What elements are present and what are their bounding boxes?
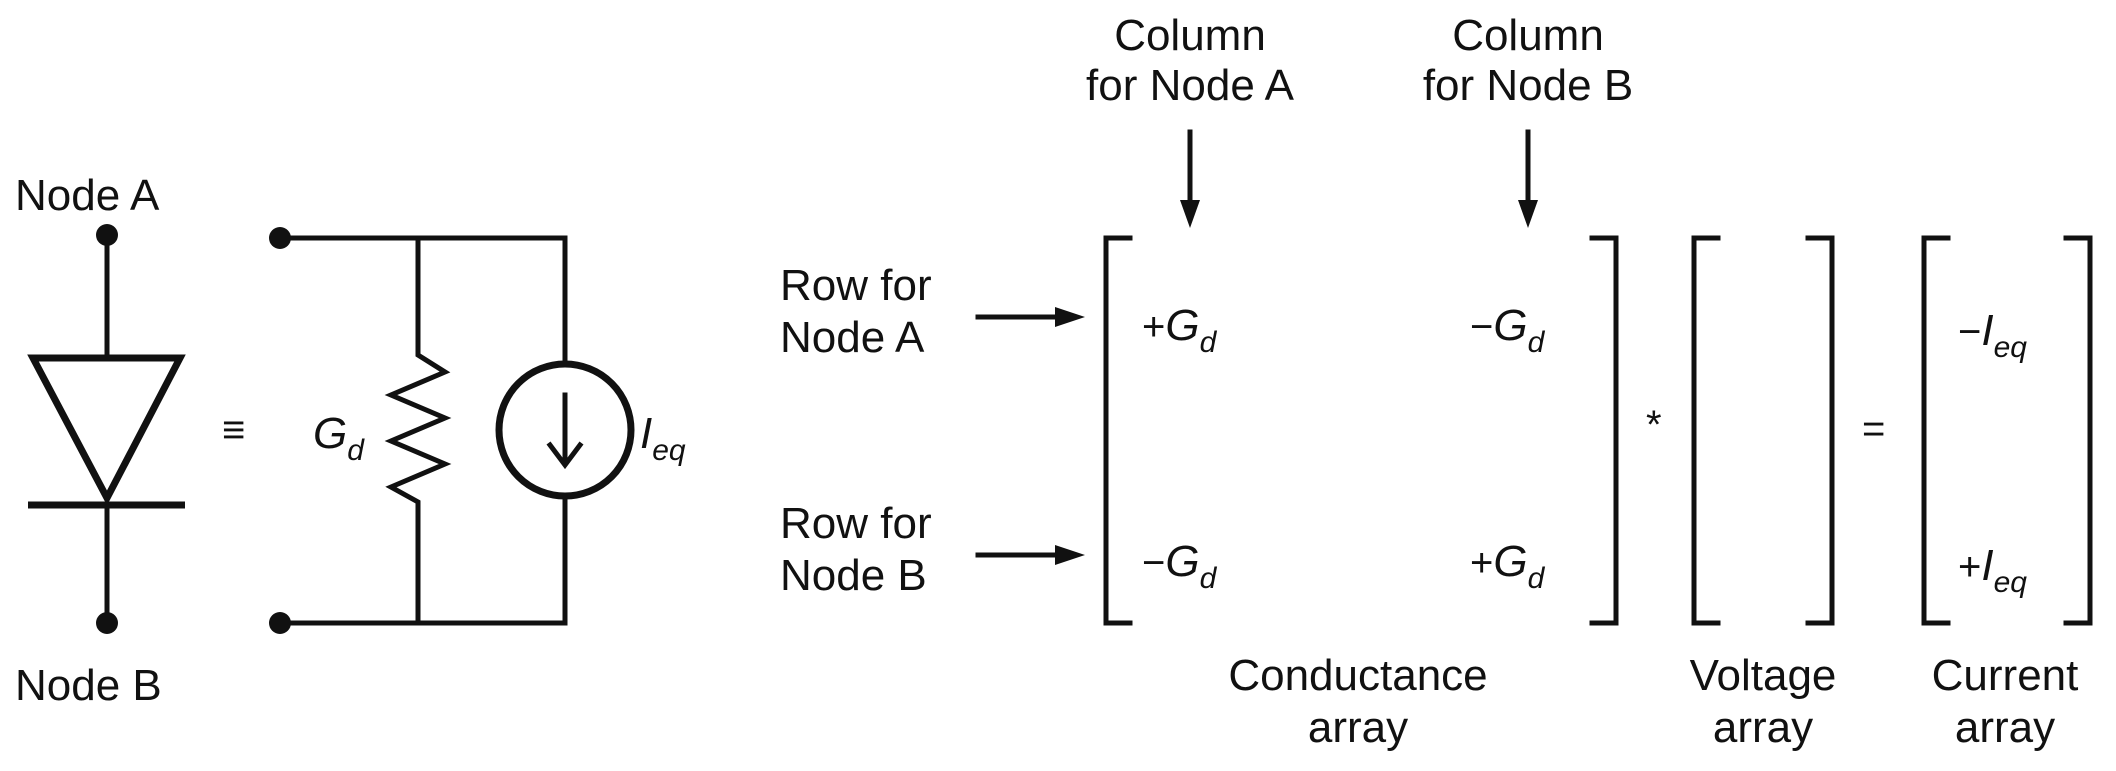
row-a-arrowhead: [1055, 307, 1085, 327]
svg-text:array: array: [1308, 703, 1408, 752]
svg-text:Voltage: Voltage: [1690, 651, 1837, 700]
matrix-cell-a11: +Gd: [1142, 301, 1218, 359]
bottom-rail: [277, 492, 568, 626]
node-b-label: Node B: [15, 661, 162, 710]
svg-text:for Node B: for Node B: [1423, 61, 1633, 110]
column-label-node-b: Column for Node B: [1423, 11, 1633, 228]
node-a-label: Node A: [15, 171, 160, 220]
row-label-node-a: Row for Node A: [780, 261, 1085, 362]
conductance-right-bracket: [1589, 235, 1619, 626]
voltage-array-label: Voltage array: [1690, 651, 1837, 752]
row-b-arrowhead: [1055, 545, 1085, 565]
current-cell-r2: +Ieq: [1958, 541, 2027, 599]
matrix-cell-a21: −Gd: [1142, 537, 1218, 595]
equals-operator: =: [1862, 407, 1885, 451]
svg-text:Column: Column: [1452, 11, 1604, 60]
top-rail: [277, 235, 568, 368]
svg-text:Row for: Row for: [780, 261, 932, 310]
current-cell-r1: −Ieq: [1958, 306, 2027, 364]
diode-triangle: [27, 354, 186, 506]
svg-text:Current: Current: [1932, 651, 2079, 700]
current-label: Ieq: [640, 409, 686, 467]
matrix-cell-a22: +Gd: [1470, 537, 1546, 595]
current-array: −Ieq +Ieq: [1921, 235, 2093, 626]
column-label-node-a: Column for Node A: [1086, 11, 1295, 228]
conductance-left-bracket: [1103, 235, 1133, 626]
current-source-arrow-head: [546, 441, 584, 470]
svg-text:array: array: [1713, 703, 1813, 752]
diode-symbol: Node A Node B: [15, 171, 186, 710]
node-b-terminal: [96, 612, 118, 634]
equivalence-symbol: ≡: [222, 408, 245, 452]
equivalent-circuit: Gd Ieq: [269, 227, 686, 634]
conductance-label: Gd: [313, 409, 365, 467]
voltage-left-bracket: [1691, 235, 1721, 626]
svg-text:Column: Column: [1114, 11, 1266, 60]
multiply-operator: *: [1646, 403, 1662, 447]
svg-text:for Node A: for Node A: [1086, 61, 1295, 110]
svg-text:Conductance: Conductance: [1228, 651, 1487, 700]
svg-text:Node B: Node B: [780, 551, 927, 600]
current-array-label: Current array: [1932, 651, 2079, 752]
matrix-cell-a12: −Gd: [1470, 301, 1546, 359]
voltage-array: [1691, 235, 1835, 626]
conductance-array-label: Conductance array: [1228, 651, 1487, 752]
resistor-zigzag: [384, 235, 452, 626]
current-left-bracket: [1921, 235, 1951, 626]
column-a-arrowhead: [1180, 200, 1200, 228]
current-source-circle: [495, 360, 635, 500]
conductance-array: +Gd −Gd −Gd +Gd: [1103, 235, 1619, 626]
svg-text:Row for: Row for: [780, 499, 932, 548]
voltage-right-bracket: [1805, 235, 1835, 626]
svg-text:Node A: Node A: [780, 313, 925, 362]
column-b-arrowhead: [1518, 200, 1538, 228]
current-right-bracket: [2063, 235, 2093, 626]
row-label-node-b: Row for Node B: [780, 499, 1085, 600]
svg-text:array: array: [1955, 703, 2055, 752]
